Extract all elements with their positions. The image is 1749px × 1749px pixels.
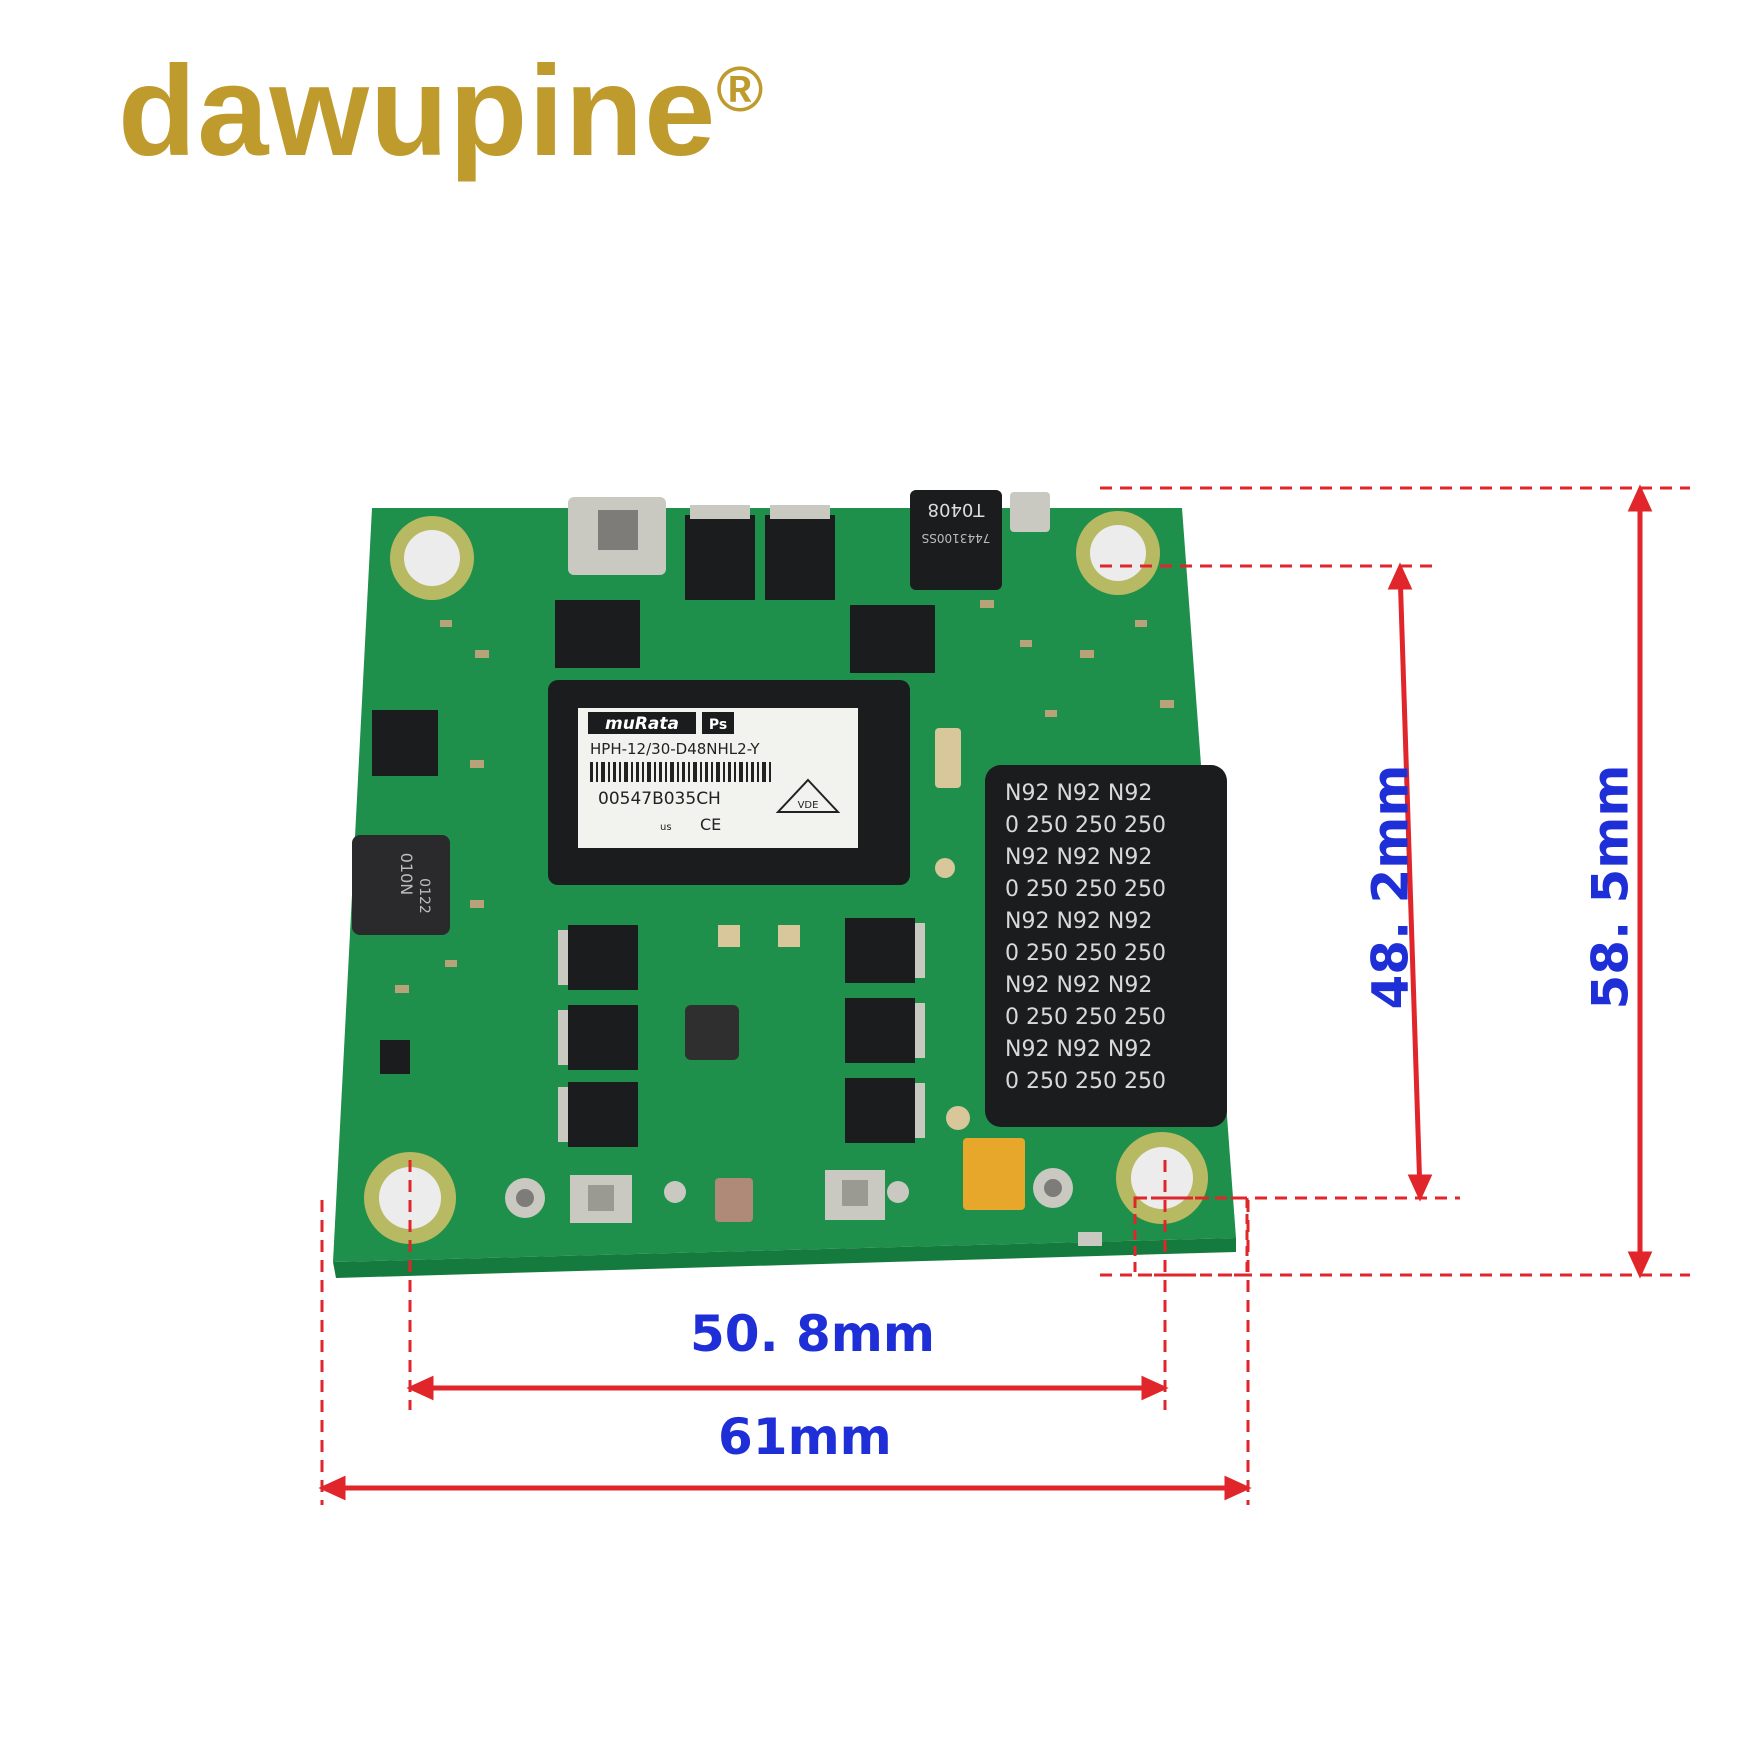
resistor-marking-9: N92 N92 N92: [1005, 1037, 1152, 1062]
mounting-hole: [1116, 1132, 1208, 1224]
inductor-top-sub: 7443100SS: [922, 531, 991, 545]
module-serial: 00547B035CH: [598, 789, 721, 809]
resistor-marking-10: 0 250 250 250: [1005, 1069, 1166, 1094]
resistor-marking-8: 0 250 250 250: [1005, 1005, 1166, 1030]
inductor-top: T0408 7443100SS: [910, 490, 1002, 590]
inductor-left: 010N 0122: [352, 835, 450, 935]
inductor-left-sub: 0122: [416, 878, 432, 914]
mounting-hole: [364, 1152, 456, 1244]
resistor-marking-1: N92 N92 N92: [1005, 781, 1152, 806]
dimension-width-holes: 50. 8mm: [690, 1305, 935, 1363]
module-brand: muRata: [605, 714, 679, 734]
pcb-board: T0408 7443100SS muRata Ps HPH-12/30-D48N…: [333, 490, 1236, 1278]
inductor-left-code: 010N: [397, 853, 416, 896]
dimension-lines: [318, 484, 1690, 1505]
brand-registered-mark: ®: [716, 53, 765, 125]
brand-name: dawupine: [118, 40, 717, 183]
dimension-height-outer: 58. 5mm: [1581, 764, 1640, 1010]
mounting-hole: [1076, 511, 1160, 595]
mounting-hole: [390, 516, 474, 600]
resistor-marking-6: 0 250 250 250: [1005, 941, 1166, 966]
resistor-marking-2: 0 250 250 250: [1005, 813, 1166, 838]
inductor-top-code: T0408: [928, 499, 986, 520]
power-resistor-block: N92 N92 N92 0 250 250 250 N92 N92 N92 0 …: [985, 765, 1227, 1127]
dc-dc-module: muRata Ps HPH-12/30-D48NHL2-Y 00547B035C…: [548, 680, 910, 885]
module-part-number: HPH-12/30-D48NHL2-Y: [590, 740, 760, 758]
module-cert-vde: VDE: [798, 800, 819, 811]
resistor-marking-4: 0 250 250 250: [1005, 877, 1166, 902]
dimension-width-outer: 61mm: [718, 1408, 892, 1466]
resistor-marking-5: N92 N92 N92: [1005, 909, 1152, 934]
dimension-height-holes: 48. 2mm: [1361, 764, 1420, 1010]
resistor-marking-3: N92 N92 N92: [1005, 845, 1152, 870]
brand-logo: dawupine®: [118, 38, 764, 185]
module-sub: Ps: [709, 717, 727, 733]
module-cert-ul: us: [660, 822, 672, 833]
resistor-marking-7: N92 N92 N92: [1005, 973, 1152, 998]
module-cert-ce: CE: [700, 815, 721, 834]
